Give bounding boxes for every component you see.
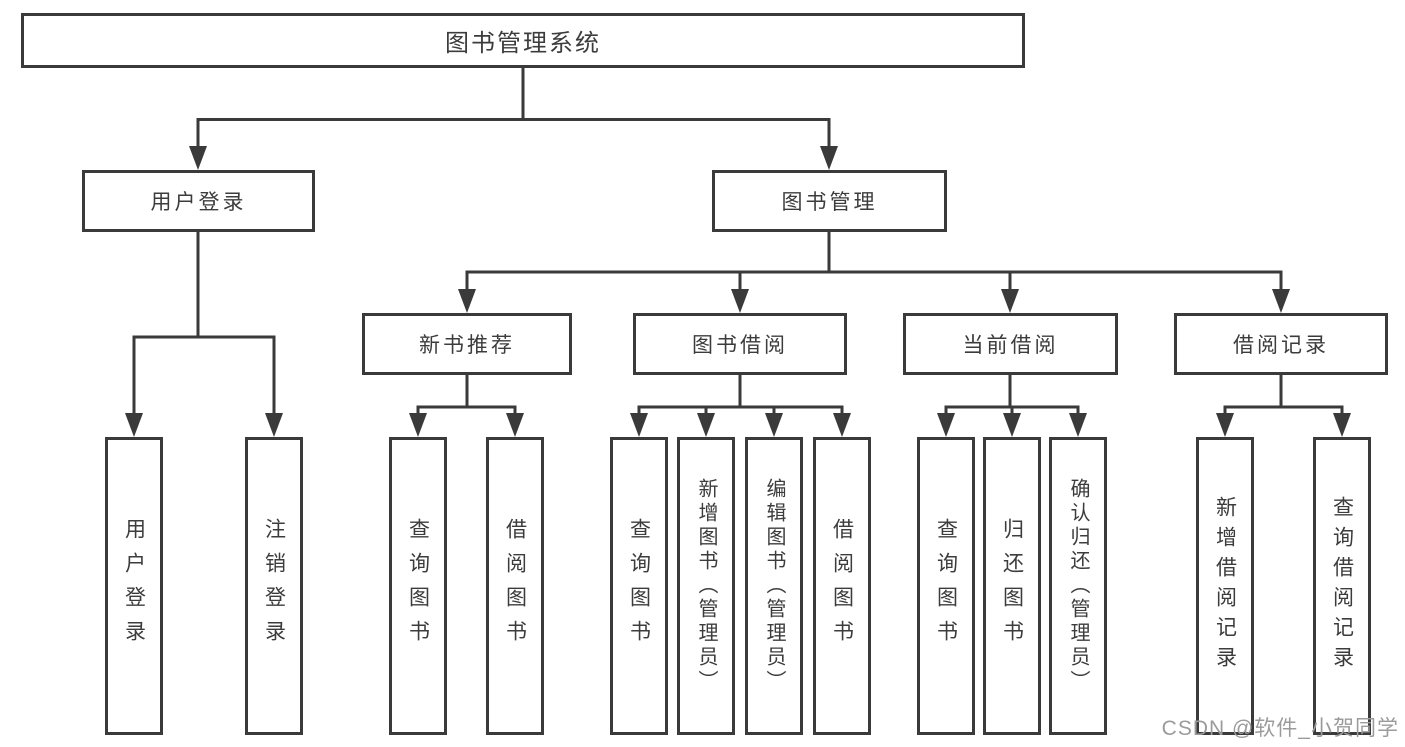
arrowhead [765,413,783,437]
arrowhead [458,289,476,313]
arrowhead [265,413,283,437]
arrowhead [125,413,143,437]
arrowhead [1333,413,1351,437]
node-user-login: 用户登录 [82,170,315,232]
arrowhead [833,413,851,437]
leaf-label: 编辑图书（管理员） [763,478,785,694]
node-new-book-recommend: 新书推荐 [362,313,572,375]
leaf-label: 用户登录 [122,518,146,654]
leaf-query-books-current: 查询图书 [917,437,975,735]
leaf-query-books-borrow: 查询图书 [610,437,668,735]
arrowhead [697,413,715,437]
arrowhead [409,413,427,437]
arrowhead [1272,289,1290,313]
csdn-watermark: CSDN @软件_小贺同学 [1161,717,1399,740]
arrowhead [1069,413,1087,437]
leaf-label: 确认归还（管理员） [1067,478,1089,694]
arrowhead [1001,289,1019,313]
arrowhead [189,146,207,170]
leaf-label: 借阅图书 [503,518,527,654]
node-book-borrow: 图书借阅 [633,313,847,375]
arrowhead [1003,413,1021,437]
leaf-label: 归还图书 [1000,518,1024,654]
leaf-logout: 注销登录 [245,437,303,735]
leaf-label: 借阅图书 [830,518,854,654]
arrowhead [820,146,838,170]
leaf-borrow-books-borrow: 借阅图书 [813,437,871,735]
node-current-borrow: 当前借阅 [903,313,1118,375]
arrowhead [506,413,524,437]
leaf-label: 注销登录 [262,518,286,654]
arrowhead [1216,413,1234,437]
node-borrow-records: 借阅记录 [1174,313,1388,375]
arrowhead [937,413,955,437]
leaf-query-books-recommend: 查询图书 [389,437,447,735]
leaf-add-borrow-record: 新增借阅记录 [1196,437,1254,735]
leaf-return-books: 归还图书 [983,437,1041,735]
leaf-edit-book-admin: 编辑图书（管理员） [745,437,803,735]
leaf-label: 查询图书 [934,518,958,654]
leaf-label: 查询图书 [627,518,651,654]
node-book-management: 图书管理 [712,170,947,232]
node-root-system: 图书管理系统 [21,13,1025,68]
leaf-label: 查询借阅记录 [1330,496,1354,676]
leaf-label: 新增图书（管理员） [695,478,717,694]
leaf-add-book-admin: 新增图书（管理员） [677,437,735,735]
leaf-label: 查询图书 [406,518,430,654]
leaf-user-login: 用户登录 [105,437,163,735]
arrowhead [731,289,749,313]
leaf-label: 新增借阅记录 [1213,496,1237,676]
leaf-confirm-return-admin: 确认归还（管理员） [1049,437,1107,735]
leaf-query-borrow-record: 查询借阅记录 [1313,437,1371,735]
arrowhead [630,413,648,437]
leaf-borrow-books-recommend: 借阅图书 [486,437,544,735]
